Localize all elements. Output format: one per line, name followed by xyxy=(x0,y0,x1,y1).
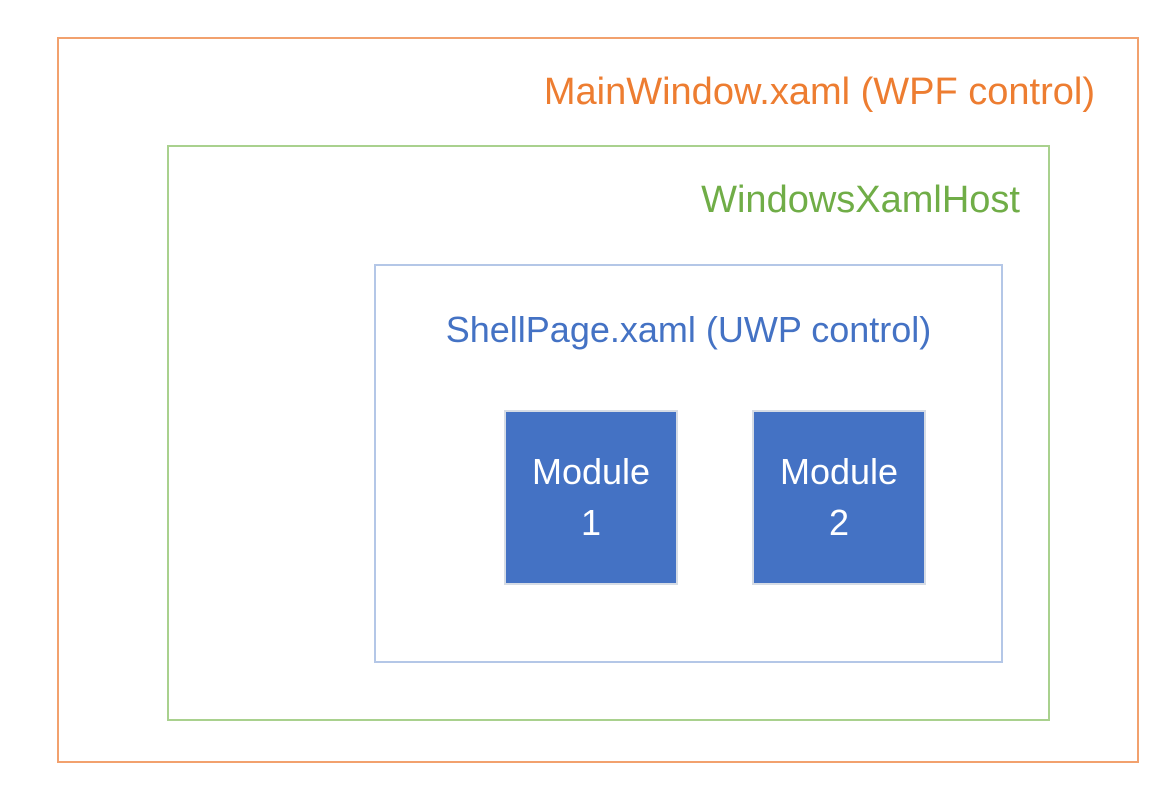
windowsxamlhost-label: WindowsXamlHost xyxy=(701,179,1020,221)
module-2-box: Module 2 xyxy=(752,410,926,585)
mainwindow-wpf-box: MainWindow.xaml (WPF control) WindowsXam… xyxy=(57,37,1139,763)
module-2-label-line2: 2 xyxy=(828,501,850,543)
module-1-box: Module 1 xyxy=(504,410,678,585)
module-1-label-line2: 1 xyxy=(580,501,602,543)
module-1-label-line1: Module xyxy=(531,451,651,493)
module-2-label-line1: Module xyxy=(779,451,899,493)
mainwindow-label: MainWindow.xaml (WPF control) xyxy=(543,71,1095,113)
shellpage-label: ShellPage.xaml (UWP control) xyxy=(445,309,932,350)
windowsxamlhost-box: WindowsXamlHost ShellPage.xaml (UWP cont… xyxy=(167,145,1050,721)
shellpage-uwp-box: ShellPage.xaml (UWP control) Module 1 Mo… xyxy=(374,264,1003,663)
